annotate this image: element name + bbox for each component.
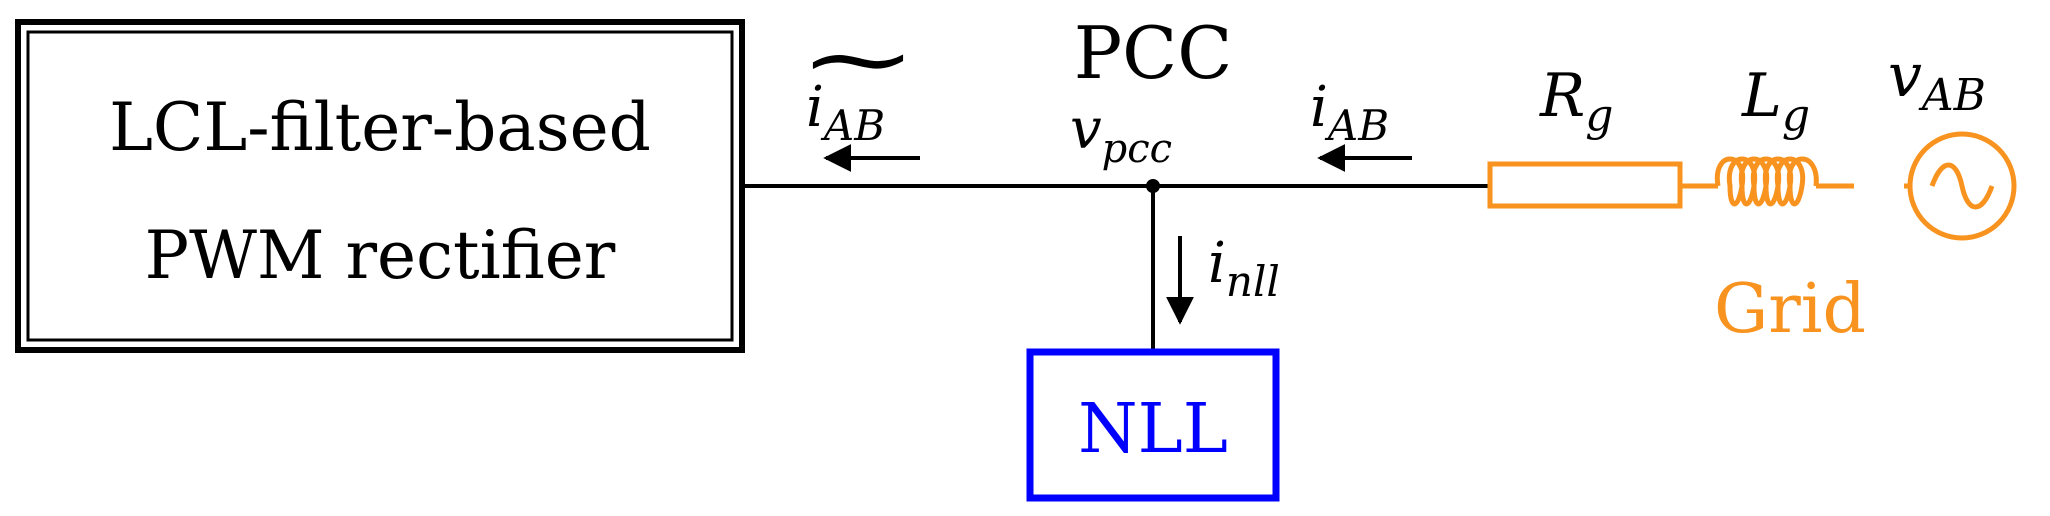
rectifier-label-line1: LCL-filter-based — [109, 89, 651, 166]
nll-current-label: inll — [1208, 231, 1280, 306]
coil-inductor-icon — [1714, 156, 1819, 207]
resistor-label: Rg — [1539, 61, 1613, 141]
sine-wave-icon — [1929, 162, 1995, 210]
pcc-label: PCC — [1074, 11, 1233, 95]
grid-label: Grid — [1714, 270, 1866, 349]
filter-current-indicator: ~ iAB — [798, 8, 920, 172]
grid-current-indicator: iAB — [1310, 75, 1412, 172]
nll-block: NLL — [1026, 348, 1280, 502]
grid-block: Rg Lg vAB Grid — [1487, 41, 2017, 349]
resistor-icon — [1487, 161, 1683, 209]
rectifier-label-line2: PWM rectifier — [145, 217, 616, 294]
source-label: vAB — [1888, 41, 1986, 121]
grid-current-label: iAB — [1310, 75, 1389, 150]
filter-current-accent: ~ — [798, 8, 919, 112]
filter-current-label: iAB — [806, 75, 885, 150]
inductor-label: Lg — [1741, 61, 1810, 141]
rectifier-block: LCL-filter-based PWM rectifier — [15, 19, 745, 353]
nll-label: NLL — [1078, 390, 1228, 469]
pcc-voltage-label: vpcc — [1070, 97, 1172, 172]
